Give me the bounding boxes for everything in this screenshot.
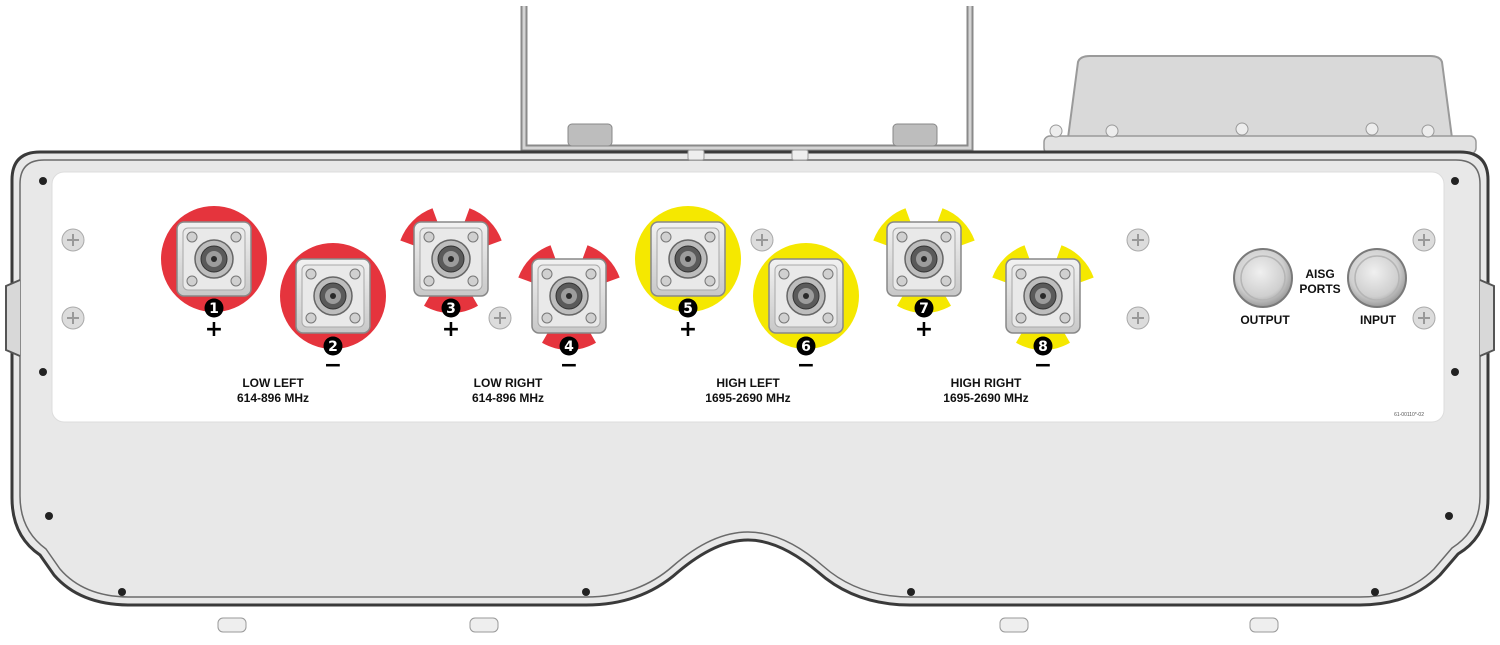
aisg-title-line2: PORTS — [1299, 282, 1340, 296]
port-number-badge — [441, 298, 461, 318]
port-7: 7+ — [873, 208, 975, 342]
port-3: 3+ — [400, 208, 502, 342]
connector-panel — [51, 171, 1445, 423]
aisg-output-connector — [1233, 248, 1293, 308]
port-polarity: + — [205, 317, 223, 342]
port-number: 8 — [1038, 339, 1048, 355]
port-polarity: − — [324, 353, 342, 378]
group-name-low-right: LOW RIGHT — [474, 376, 543, 390]
part-number: 61-00110*-02 — [1394, 412, 1424, 418]
port-number: 7 — [919, 301, 929, 317]
aisg-title-line1: AISG — [1305, 267, 1334, 281]
rf-connector — [650, 221, 726, 297]
rf-connector — [886, 221, 962, 297]
port-number-badge — [559, 336, 579, 356]
port-6: 6− — [753, 243, 859, 378]
band-labels: LOW LEFT 614-896 MHz LOW RIGHT 614-896 M… — [237, 376, 1029, 405]
port-polarity: + — [679, 317, 697, 342]
group-range-high-right: 1695-2690 MHz — [943, 391, 1028, 405]
aisg-ports: AISG PORTS OUTPUT INPUT — [1233, 248, 1407, 327]
port-number: 6 — [801, 339, 811, 355]
port-number-badge — [1033, 336, 1053, 356]
group-name-high-right: HIGH RIGHT — [951, 376, 1022, 390]
group-name-high-left: HIGH LEFT — [716, 376, 780, 390]
port-polarity: − — [1034, 353, 1052, 378]
rf-connector — [1005, 258, 1081, 334]
port-number-badge — [204, 298, 224, 318]
port-number: 3 — [446, 301, 456, 317]
port-4: 4− — [518, 245, 620, 378]
rcu-module-housing — [1043, 55, 1477, 155]
group-range-low-right: 614-896 MHz — [472, 391, 544, 405]
group-name-low-left: LOW LEFT — [242, 376, 304, 390]
port-number: 2 — [328, 339, 338, 355]
port-number-badge — [323, 336, 343, 356]
mounting-bracket — [520, 6, 974, 152]
port-number: 4 — [564, 339, 574, 355]
rf-ports: 1+2−3+4−5+6−7+8− — [161, 206, 1094, 378]
rf-connector — [531, 258, 607, 334]
rf-connector — [413, 221, 489, 297]
port-number-badge — [796, 336, 816, 356]
group-range-low-left: 614-896 MHz — [237, 391, 309, 405]
port-number-badge — [678, 298, 698, 318]
rf-connector — [295, 258, 371, 334]
aisg-input-label: INPUT — [1360, 313, 1397, 327]
port-polarity: − — [797, 353, 815, 378]
port-5: 5+ — [635, 206, 741, 342]
port-2: 2− — [280, 243, 386, 378]
panel-screws — [61, 228, 1436, 330]
rf-connector — [768, 258, 844, 334]
port-8: 8− — [992, 245, 1094, 378]
port-number-badge — [914, 298, 934, 318]
port-polarity: − — [560, 353, 578, 378]
port-polarity: + — [442, 317, 460, 342]
rf-connector — [176, 221, 252, 297]
aisg-output-label: OUTPUT — [1240, 313, 1290, 327]
aisg-input-connector — [1347, 248, 1407, 308]
group-range-high-left: 1695-2690 MHz — [705, 391, 790, 405]
port-number: 1 — [209, 301, 219, 317]
port-polarity: + — [915, 317, 933, 342]
port-number: 5 — [683, 301, 693, 317]
port-1: 1+ — [161, 206, 267, 342]
